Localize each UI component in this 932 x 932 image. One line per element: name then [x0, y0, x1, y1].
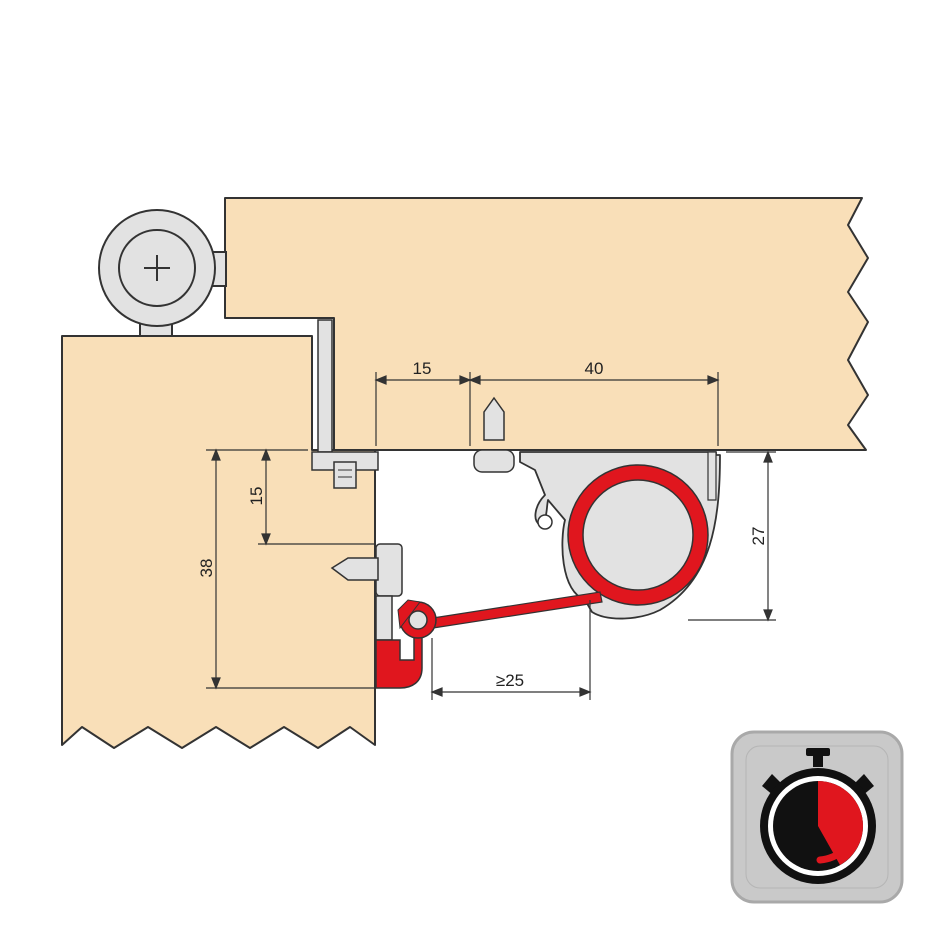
seal-housing-hole [537, 514, 553, 530]
door-leaf-panel [61, 335, 376, 749]
door-bracket [330, 543, 437, 689]
dim-label-width-40: 40 [585, 359, 604, 378]
dim-label-offset-15: 15 [247, 487, 266, 506]
dim-label-height-38: 38 [197, 559, 216, 578]
hinge-roller-icon [98, 209, 227, 337]
corner-clip [311, 451, 379, 489]
frame-pin [473, 396, 515, 473]
seal-ring-inner [582, 479, 694, 591]
door-frame-panel [224, 197, 869, 451]
seal-arm [419, 591, 603, 631]
seal-housing-lip [707, 451, 717, 501]
dim-label-gap-top: 15 [413, 359, 432, 378]
stopwatch-icon [730, 730, 904, 904]
gap-strip [317, 319, 333, 453]
dimension-lines [206, 372, 776, 700]
dim-label-min-25: ≥25 [496, 671, 524, 690]
dim-label-height-27: 27 [749, 527, 768, 546]
